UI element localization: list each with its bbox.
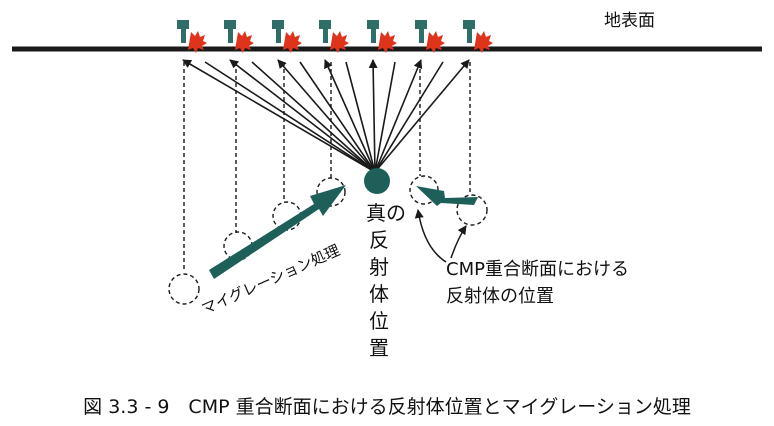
- ray-path: [251, 61, 376, 173]
- geophone-stem: [276, 29, 281, 43]
- geophone-stem: [323, 29, 328, 43]
- reflector-point-icon: [364, 168, 390, 194]
- geophone-icon: [177, 20, 189, 29]
- geophone-icon: [463, 20, 475, 29]
- cmp-reflector-label: CMP重合断面における 反射体の位置: [446, 259, 629, 307]
- cmp-reflector-point: [316, 177, 346, 207]
- ray-path: [374, 61, 396, 173]
- station: [319, 20, 349, 53]
- ray-path: [374, 59, 423, 173]
- geophone-icon: [415, 20, 427, 29]
- ray-path: [324, 59, 376, 173]
- ground-surface-label: 地表面: [604, 11, 655, 31]
- label-pointer: [450, 225, 467, 259]
- ray-path: [368, 59, 378, 173]
- station: [367, 20, 397, 53]
- shot-burst-icon: [378, 31, 397, 53]
- ray-path: [229, 59, 376, 173]
- migration-arrow-left: [209, 185, 346, 279]
- shot-burst-icon: [188, 31, 207, 53]
- cmp-reflector-point: [168, 273, 200, 305]
- geophone-stem: [228, 29, 233, 43]
- shot-burst-icon: [426, 31, 445, 53]
- label-pointer: [414, 209, 447, 263]
- station: [224, 20, 254, 53]
- label-pointers: [414, 209, 467, 263]
- station: [463, 20, 493, 53]
- geophone-stem: [181, 29, 186, 43]
- shot-burst-icon: [235, 31, 254, 53]
- ray-path: [374, 61, 444, 173]
- ray-path: [345, 61, 376, 173]
- ray-path: [204, 61, 376, 173]
- geophone-stem: [419, 29, 424, 43]
- station: [415, 20, 445, 53]
- geophone-stem: [467, 29, 472, 43]
- geophone-stem: [371, 29, 376, 43]
- cmp-reflector-point: [456, 194, 488, 226]
- true-reflector-label: 真の 反 射 体 位 置: [366, 201, 406, 360]
- geophone-icon: [319, 20, 331, 29]
- geophone-icon: [272, 20, 284, 29]
- station: [272, 20, 302, 53]
- surface-stations: [177, 20, 493, 53]
- ray-path: [299, 61, 376, 173]
- station: [177, 20, 207, 53]
- ray-paths: [182, 59, 470, 173]
- geophone-icon: [224, 20, 236, 29]
- projection-lines: [183, 62, 471, 272]
- ray-path: [182, 59, 376, 173]
- shot-burst-icon: [474, 31, 493, 53]
- migration-arrow-right: [416, 186, 478, 206]
- ray-path: [374, 59, 470, 173]
- shot-burst-icon: [330, 31, 349, 53]
- geophone-icon: [367, 20, 379, 29]
- figure-caption: 図 3.3 - 9 CMP 重合断面における反射体位置とマイグレーション処理: [83, 396, 691, 418]
- shot-burst-icon: [283, 31, 302, 53]
- ray-path: [277, 59, 376, 173]
